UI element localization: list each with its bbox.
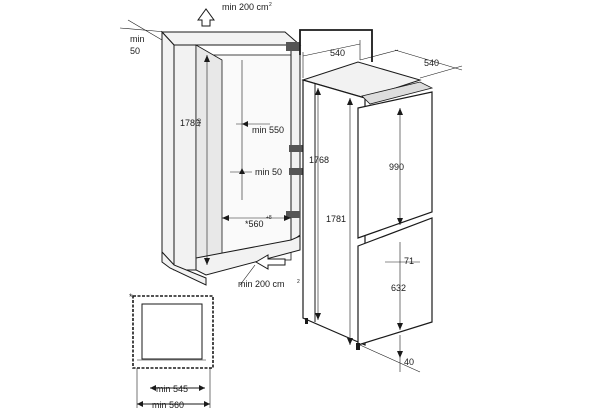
label-niche-height-tol: +10 [197, 118, 203, 127]
label-star-note: * [129, 292, 133, 302]
niche-cabinet [160, 30, 303, 286]
upper-door [357, 91, 433, 239]
label-foot-gap: 40 [404, 357, 414, 367]
connector-bracket [299, 29, 373, 62]
foot-right [356, 343, 360, 350]
cabinet-plinth [161, 250, 207, 286]
label-lower-door: 632 [391, 283, 406, 293]
hinge-mid-2 [289, 168, 303, 175]
label-bottom-vent-sup: 2 [297, 279, 300, 285]
label-niche-width: *560 [245, 219, 264, 229]
foot-left [305, 318, 308, 324]
inset-top-view [132, 295, 214, 408]
cabinet-inner-left [195, 44, 223, 271]
label-top-gap: min [130, 34, 145, 44]
appliance-side [302, 79, 366, 346]
lower-door [357, 217, 433, 346]
label-back-gap: min 50 [255, 167, 282, 177]
appliance-header [361, 81, 434, 105]
label-appliance-width: 540 [424, 58, 439, 68]
vent-arrows [197, 8, 286, 270]
label-inset-min1: min 545 [156, 384, 188, 394]
label-top-vent: min 200 cm [222, 2, 269, 12]
hinge-top [286, 42, 300, 51]
label-niche-height: 1780 [180, 118, 200, 128]
cabinet-top [160, 31, 302, 46]
cabinet-front-stile [173, 44, 197, 271]
label-inset-min2: min 560 [152, 400, 184, 410]
cabinet-base [195, 235, 301, 276]
vent-up-arrow-icon [197, 8, 215, 27]
label-bottom-vent: min 200 cm [238, 279, 285, 289]
label-top-vent-sup: 2 [269, 2, 272, 8]
label-lower-gap: 71 [404, 256, 414, 266]
appliance-dimensions [302, 40, 463, 373]
label-depth-min: min 550 [252, 125, 284, 135]
label-appliance-depth: 540 [330, 48, 345, 58]
inset-inner [141, 303, 203, 360]
label-body-height: 1768 [309, 155, 329, 165]
appliance [301, 61, 434, 350]
hinge-bottom [286, 211, 300, 218]
label-upper-door: 990 [389, 162, 404, 172]
label-top-gap-val: 50 [130, 46, 140, 56]
hinge-mid-1 [289, 145, 303, 152]
cabinet-left-edge [161, 30, 175, 267]
label-niche-width-tol: +8 [266, 215, 272, 221]
label-total-height: 1781 [326, 214, 346, 224]
niche-dimensions [119, 19, 291, 286]
vent-in-arrow-icon [255, 254, 286, 270]
